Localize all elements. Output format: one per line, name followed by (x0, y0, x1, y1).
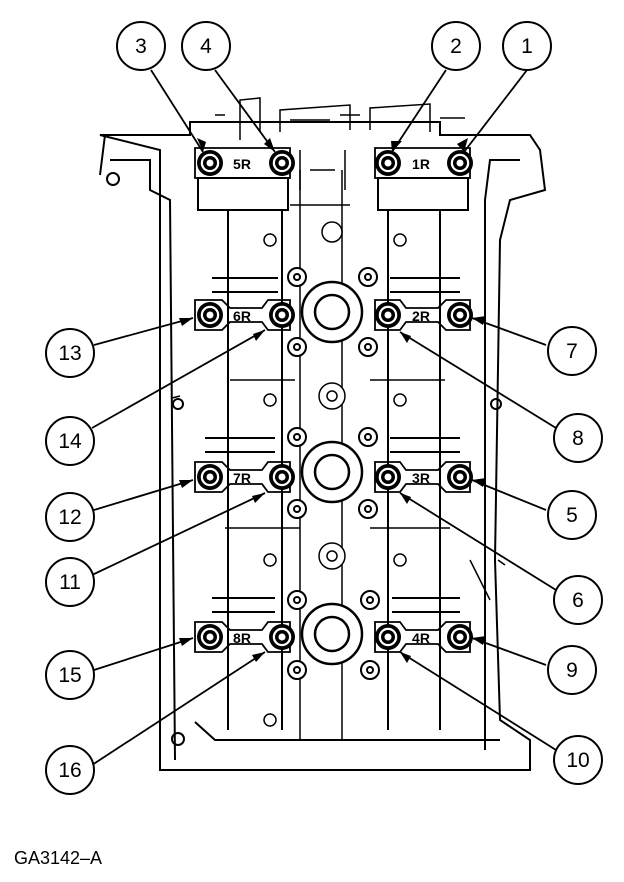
callout-4: 4 (181, 21, 231, 71)
cap-bolt (269, 302, 295, 328)
cap-bolt (447, 624, 473, 650)
callouts: 1 2 3 4 5 6 7 8 9 10 11 12 13 14 15 16 (45, 21, 603, 795)
cap-labels: 5R 1R 6R 2R 7R 3R 8R 4R (233, 156, 430, 646)
cap-bolt (375, 464, 401, 490)
cap-label-2r: 2R (412, 308, 430, 324)
cap-bolt (375, 302, 401, 328)
cap-label-3r: 3R (412, 470, 430, 486)
center-plug-bores (263, 221, 407, 727)
leader-15 (93, 637, 194, 671)
leader-4 (214, 69, 276, 153)
cap-bolt (269, 150, 295, 176)
svg-text:16: 16 (58, 759, 81, 782)
cylinder-head-outline (99, 97, 547, 771)
leader-3 (150, 69, 204, 153)
accessory-bolts (287, 267, 380, 680)
svg-text:7: 7 (566, 340, 578, 363)
cap-label-1r: 1R (412, 156, 430, 172)
svg-text:2: 2 (450, 35, 462, 58)
callout-7: 7 (547, 326, 597, 376)
cap-bolt (197, 464, 223, 490)
svg-text:14: 14 (58, 430, 82, 453)
cap-label-4r: 4R (412, 630, 430, 646)
leader-9 (471, 637, 547, 666)
bearing-cap-outlines (194, 147, 471, 653)
leader-12 (93, 479, 194, 511)
callout-13: 13 (45, 328, 95, 378)
leader-5 (471, 479, 547, 511)
cap-label-5r: 5R (233, 156, 251, 172)
svg-text:4: 4 (200, 35, 212, 58)
cap-bolt (269, 624, 295, 650)
callout-12: 12 (45, 492, 95, 542)
callout-5: 5 (547, 490, 597, 540)
leader-1 (463, 69, 528, 153)
callout-2: 2 (431, 21, 481, 71)
svg-text:15: 15 (58, 664, 81, 687)
svg-text:5: 5 (566, 504, 578, 527)
callout-6: 6 (553, 575, 603, 625)
cap-label-8r: 8R (233, 630, 251, 646)
svg-text:8: 8 (572, 427, 584, 450)
cap-bolt (447, 464, 473, 490)
leader-8 (399, 331, 557, 429)
callout-15: 15 (45, 650, 95, 700)
cap-bolt (269, 464, 295, 490)
cap-label-7r: 7R (233, 470, 251, 486)
svg-text:9: 9 (566, 659, 578, 682)
callout-3: 3 (116, 21, 166, 71)
cap-bolt (447, 150, 473, 176)
figure-id: GA3142–A (14, 848, 103, 868)
callout-8: 8 (553, 413, 603, 463)
leader-6 (399, 492, 557, 591)
svg-text:10: 10 (566, 749, 589, 772)
callout-11: 11 (45, 557, 95, 607)
leader-2 (391, 69, 447, 153)
cap-bolt (447, 302, 473, 328)
svg-text:1: 1 (521, 35, 533, 58)
callout-16: 16 (45, 745, 95, 795)
svg-text:12: 12 (58, 506, 81, 529)
callout-9: 9 (547, 645, 597, 695)
cap-bolt (375, 150, 401, 176)
svg-text:13: 13 (58, 342, 81, 365)
svg-text:3: 3 (135, 35, 147, 58)
svg-text:6: 6 (572, 589, 584, 612)
bearing-cap-bolts (197, 150, 473, 650)
leader-16 (91, 651, 266, 766)
leader-13 (93, 317, 194, 346)
cap-bolt (197, 150, 223, 176)
svg-text:11: 11 (59, 571, 81, 594)
cap-bolt (197, 302, 223, 328)
cap-label-6r: 6R (233, 308, 251, 324)
leader-10 (399, 651, 557, 751)
leader-14 (91, 329, 266, 429)
callout-14: 14 (45, 416, 95, 466)
callout-10: 10 (553, 735, 603, 785)
cap-bolt (197, 624, 223, 650)
leader-lines (91, 69, 557, 766)
leader-11 (91, 492, 266, 576)
leader-7 (471, 317, 547, 346)
callout-1: 1 (502, 21, 552, 71)
cap-bolt (375, 624, 401, 650)
